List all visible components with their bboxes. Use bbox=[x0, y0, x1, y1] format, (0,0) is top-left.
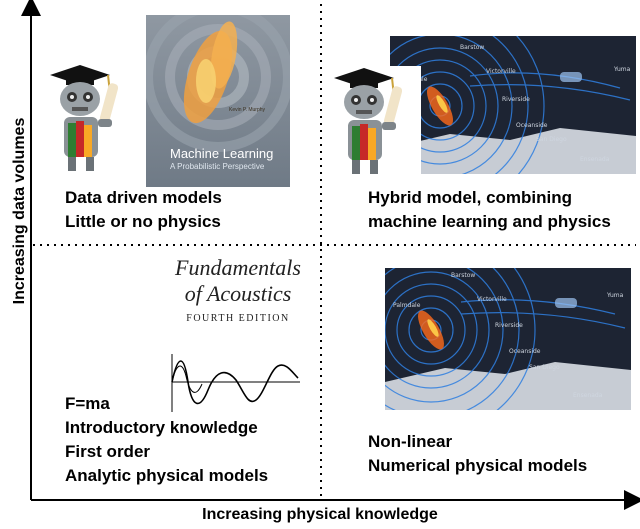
town-label: Ensenada bbox=[580, 156, 610, 163]
numerical-simulation-map: Barstow Victorville Palmdale Yuma Rivers… bbox=[385, 268, 631, 410]
town-label: Barstow bbox=[460, 44, 485, 51]
caption-line: Little or no physics bbox=[65, 212, 221, 231]
acoustics-book-edition: FOURTH EDITION bbox=[186, 313, 290, 324]
town-label: Victorville bbox=[486, 68, 516, 75]
caption-line: Introductory knowledge bbox=[65, 418, 258, 437]
caption-line: machine learning and physics bbox=[368, 212, 611, 231]
caption-line: Hybrid model, combining bbox=[368, 188, 573, 207]
book-title: Machine Learning bbox=[170, 146, 274, 161]
town-label: San Diego bbox=[529, 364, 560, 371]
bottom-right-caption: Non-linear Numerical physical models bbox=[368, 430, 587, 478]
x-axis-label: Increasing physical knowledge bbox=[202, 506, 438, 523]
graduate-robot-icon bbox=[50, 65, 119, 171]
town-label: Riverside bbox=[502, 96, 530, 103]
caption-line: Data driven models bbox=[65, 188, 222, 207]
caption-line: First order bbox=[65, 442, 151, 461]
caption-line: Non-linear bbox=[368, 432, 453, 451]
caption-line: F=ma bbox=[65, 394, 110, 413]
acoustics-book-title: Fundamentals of Acoustics bbox=[158, 255, 318, 307]
town-label: Victorville bbox=[477, 296, 507, 303]
town-label: Oceanside bbox=[509, 348, 541, 355]
town-label: Palmdale bbox=[393, 302, 421, 309]
bottom-left-caption: F=ma Introductory knowledge First order … bbox=[65, 392, 268, 488]
caption-line: Numerical physical models bbox=[368, 456, 588, 475]
book-author: Kevin P. Murphy bbox=[229, 107, 266, 113]
caption-line: Analytic physical models bbox=[65, 466, 269, 485]
town-label: Oceanside bbox=[516, 122, 548, 129]
top-right-caption: Hybrid model, combining machine learning… bbox=[368, 186, 611, 234]
town-label: Barstow bbox=[451, 272, 476, 279]
town-label: Yuma bbox=[614, 66, 631, 73]
town-label: Riverside bbox=[495, 322, 523, 329]
hybrid-simulation-map: Barstow Victorville Palmdale Yuma Rivers… bbox=[390, 36, 636, 174]
graduate-robot-icon bbox=[326, 66, 421, 176]
acoustics-title-line: Fundamentals bbox=[175, 255, 301, 280]
town-label: Yuma bbox=[607, 292, 624, 299]
top-left-caption: Data driven models Little or no physics bbox=[65, 186, 222, 234]
y-axis-label: Increasing data volumes bbox=[11, 117, 28, 305]
book-subtitle: A Probabilistic Perspective bbox=[170, 162, 265, 171]
waveform-icon bbox=[171, 354, 300, 412]
acoustics-title-line: of Acoustics bbox=[184, 281, 292, 306]
town-label: San Diego bbox=[536, 136, 567, 143]
town-label: Ensenada bbox=[573, 392, 603, 399]
machine-learning-book-cover: Kevin P. Murphy Machine Learning A Proba… bbox=[146, 15, 290, 187]
